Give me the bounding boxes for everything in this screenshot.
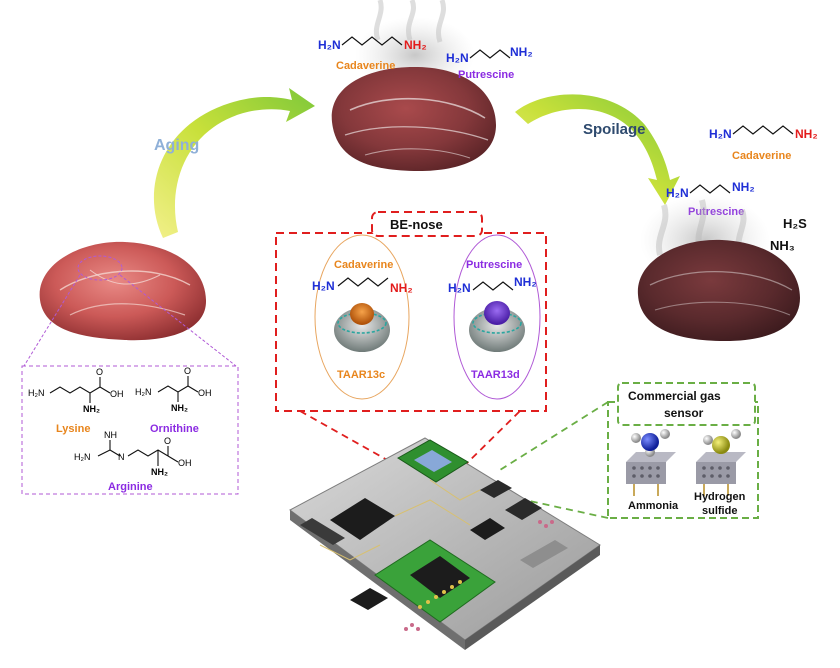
taar13c-label: TAAR13c (337, 369, 385, 381)
putrescine-top-h2n: H₂N (446, 51, 469, 65)
arginine-o: O (164, 436, 171, 446)
putrescine-top-label: Putrescine (458, 69, 514, 81)
lysine-o: O (96, 367, 103, 377)
commercial-callout-top (499, 401, 609, 471)
taar13d-nh2: NH₂ (514, 275, 537, 289)
be-nose-label: BE-nose (390, 217, 443, 232)
putrescine-right-h2n: H₂N (666, 186, 689, 200)
ornithine-label: Ornithine (150, 423, 199, 435)
arginine-label: Arginine (108, 481, 153, 493)
ornithine-nh2: NH₂ (171, 403, 188, 413)
h2s-label: H₂S (783, 216, 807, 231)
sulfide-label: sulfide (702, 505, 737, 517)
taar13c-nh2: NH₂ (390, 281, 413, 295)
taar13c-cadaverine-label: Cadaverine (334, 259, 393, 271)
hydrogen-sulfide-sensor (696, 429, 746, 496)
commercial-callout-bottom (524, 499, 609, 519)
ammonia-sensor (626, 429, 676, 496)
arginine-nh2: NH₂ (151, 467, 168, 477)
arginine-oh: OH (178, 458, 192, 468)
arginine-h2n: H₂N (74, 452, 91, 462)
lysine-h2n: H₂N (28, 388, 45, 398)
circuit-board (289, 437, 601, 650)
arginine-nh: NH (104, 430, 117, 440)
putrescine-top-nh2: NH₂ (510, 45, 533, 59)
taar13c-sensor: Cadaverine H₂N NH₂ TAAR13c (312, 234, 413, 400)
cadaverine-right-h2n: H₂N (709, 127, 732, 141)
ammonia-label: Ammonia (628, 500, 679, 512)
spoiled-meat (637, 195, 800, 342)
ornithine-structure (157, 376, 199, 402)
taar13d-h2n: H₂N (448, 281, 471, 295)
ornithine-o: O (184, 366, 191, 376)
lysine-oh: OH (110, 389, 124, 399)
ornithine-h2n: H₂N (135, 387, 152, 397)
taar13d-putrescine-label: Putrescine (466, 259, 522, 271)
lysine-nh2: NH₂ (83, 404, 100, 414)
amino-acid-box: H₂N O OH NH₂ Lysine H₂N O OH NH₂ Ornithi… (21, 365, 239, 495)
cadaverine-right-label: Cadaverine (732, 150, 791, 162)
aging-arrow (153, 88, 315, 238)
taar13d-sensor: Putrescine H₂N NH₂ TAAR13d (448, 234, 541, 400)
fresh-meat (39, 241, 207, 341)
cadaverine-right: H₂N NH₂ Cadaverine (709, 125, 818, 162)
arginine-n: N (118, 452, 125, 462)
commercial-sensor-line2: sensor (664, 406, 704, 420)
spoilage-arrow (515, 94, 680, 205)
arginine-structure (97, 440, 179, 466)
commercial-sensor-box (607, 382, 759, 519)
cadaverine-top: H₂N NH₂ Cadaverine (318, 36, 427, 72)
commercial-sensor-line1: Commercial gas (628, 389, 721, 403)
cadaverine-top-h2n: H₂N (318, 38, 341, 52)
cadaverine-right-nh2: NH₂ (795, 127, 818, 141)
cadaverine-top-label: Cadaverine (336, 60, 395, 72)
lysine-structure (49, 377, 111, 403)
zoom-line-right (119, 274, 237, 367)
taar13d-label: TAAR13d (471, 369, 520, 381)
ornithine-oh: OH (198, 388, 212, 398)
putrescine-top: H₂N NH₂ Putrescine (446, 45, 533, 81)
aging-label: Aging (154, 137, 199, 154)
zoom-line-left (23, 274, 81, 367)
taar13c-h2n: H₂N (312, 279, 335, 293)
lysine-label: Lysine (56, 423, 90, 435)
nh3-label: NH₃ (770, 238, 795, 253)
be-nose-box (275, 211, 547, 412)
aged-meat (331, 0, 496, 172)
spoilage-label: Spoilage (583, 121, 646, 138)
cadaverine-top-nh2: NH₂ (404, 38, 427, 52)
hydrogen-label: Hydrogen (694, 491, 746, 503)
putrescine-right-nh2: NH₂ (732, 180, 755, 194)
